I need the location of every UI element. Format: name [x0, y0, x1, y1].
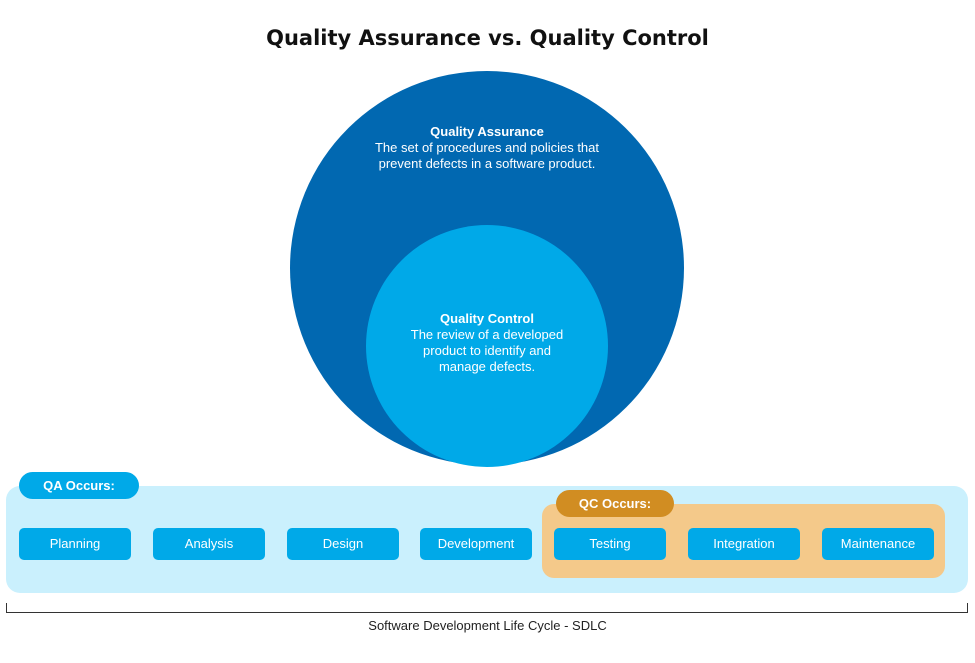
quality-control-desc-line1: The review of a developed [410, 327, 564, 342]
phase-analysis: Analysis [153, 528, 265, 560]
sdlc-label: Software Development Life Cycle - SDLC [368, 618, 607, 633]
qc-occurs-tag: QC Occurs: [556, 490, 674, 517]
phase-design: Design [287, 528, 399, 560]
phase-planning: Planning [19, 528, 131, 560]
quality-control-text: Quality Control The review of a develope… [384, 311, 590, 375]
sdlc-bracket-left-tick [6, 603, 7, 613]
quality-control-desc-line2: product to identify and [423, 343, 551, 358]
quality-assurance-desc-line1: The set of procedures and policies that [374, 140, 600, 155]
quality-assurance-desc-line2: prevent defects in a software product. [378, 156, 596, 171]
phase-maintenance: Maintenance [822, 528, 934, 560]
quality-control-desc-line3: manage defects. [438, 359, 536, 374]
quality-assurance-text: Quality Assurance The set of procedures … [340, 124, 634, 172]
phase-development: Development [420, 528, 532, 560]
sdlc-bracket [6, 612, 968, 613]
qa-occurs-tag: QA Occurs: [19, 472, 139, 499]
phase-integration: Integration [688, 528, 800, 560]
sdlc-bracket-right-tick [967, 603, 968, 613]
quality-control-circle [366, 225, 608, 467]
quality-control-heading: Quality Control [440, 311, 534, 326]
diagram-title: Quality Assurance vs. Quality Control [266, 26, 709, 50]
phase-testing: Testing [554, 528, 666, 560]
quality-assurance-heading: Quality Assurance [430, 124, 544, 139]
